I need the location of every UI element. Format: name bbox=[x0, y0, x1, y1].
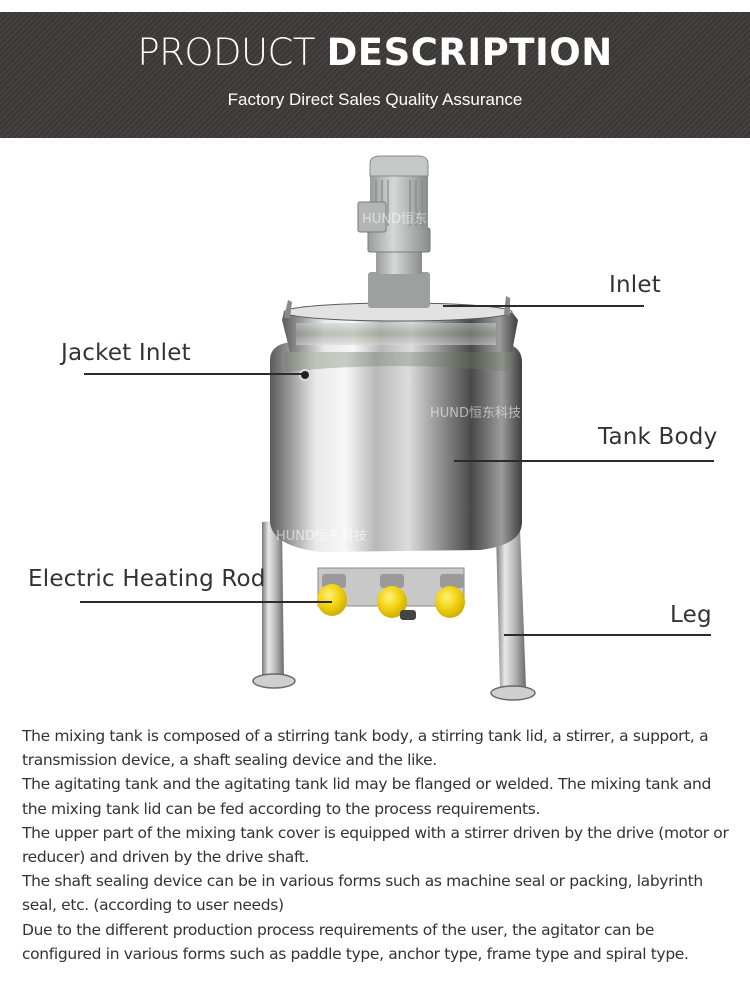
callout-inlet-line bbox=[443, 305, 644, 307]
banner-title-bold: DESCRIPTION bbox=[326, 31, 613, 74]
banner-title: PRODUCT DESCRIPTION bbox=[0, 28, 750, 77]
leg-left bbox=[252, 520, 296, 689]
callout-jacket-inlet-line bbox=[84, 373, 302, 375]
description-paragraph: The mixing tank is composed of a stirrin… bbox=[22, 727, 709, 770]
callout-tank-body-label: Tank Body bbox=[598, 424, 718, 450]
callout-electric-heating-rod-line bbox=[80, 601, 332, 603]
banner-subtitle: Factory Direct Sales Quality Assurance bbox=[227, 90, 523, 109]
callout-inlet-label: Inlet bbox=[609, 272, 661, 298]
description-paragraph: The agitating tank and the agitating tan… bbox=[22, 775, 712, 818]
heating-rods bbox=[317, 574, 465, 620]
callout-tank-body-line bbox=[454, 460, 714, 462]
header-banner: PRODUCT DESCRIPTION Factory Direct Sales… bbox=[0, 12, 750, 138]
watermark-body: HUND恒东科技 bbox=[430, 406, 522, 421]
callout-electric-heating-rod-label: Electric Heating Rod bbox=[28, 566, 266, 592]
banner-title-light: PRODUCT bbox=[137, 31, 315, 74]
leg-right bbox=[490, 528, 536, 701]
product-description: The mixing tank is composed of a stirrin… bbox=[22, 724, 734, 966]
product-figure: HUND恒东科技 HUND恒东科技 HUND恒东科技 Inlet Jacket … bbox=[0, 140, 750, 710]
callout-jacket-inlet-label: Jacket Inlet bbox=[61, 340, 191, 366]
watermark-lower: HUND恒东科技 bbox=[276, 529, 368, 544]
watermark-motor: HUND恒东科技 bbox=[362, 212, 454, 227]
callout-leg-label: Leg bbox=[670, 602, 712, 628]
description-paragraph: The upper part of the mixing tank cover … bbox=[22, 823, 729, 867]
description-paragraph: The shaft sealing device can be in vario… bbox=[22, 872, 703, 915]
description-paragraph: Due to the different production process … bbox=[22, 920, 689, 963]
callout-leg-line bbox=[504, 634, 711, 636]
tank-body-shape bbox=[270, 342, 522, 552]
mixing-tank-illustration bbox=[252, 155, 536, 701]
